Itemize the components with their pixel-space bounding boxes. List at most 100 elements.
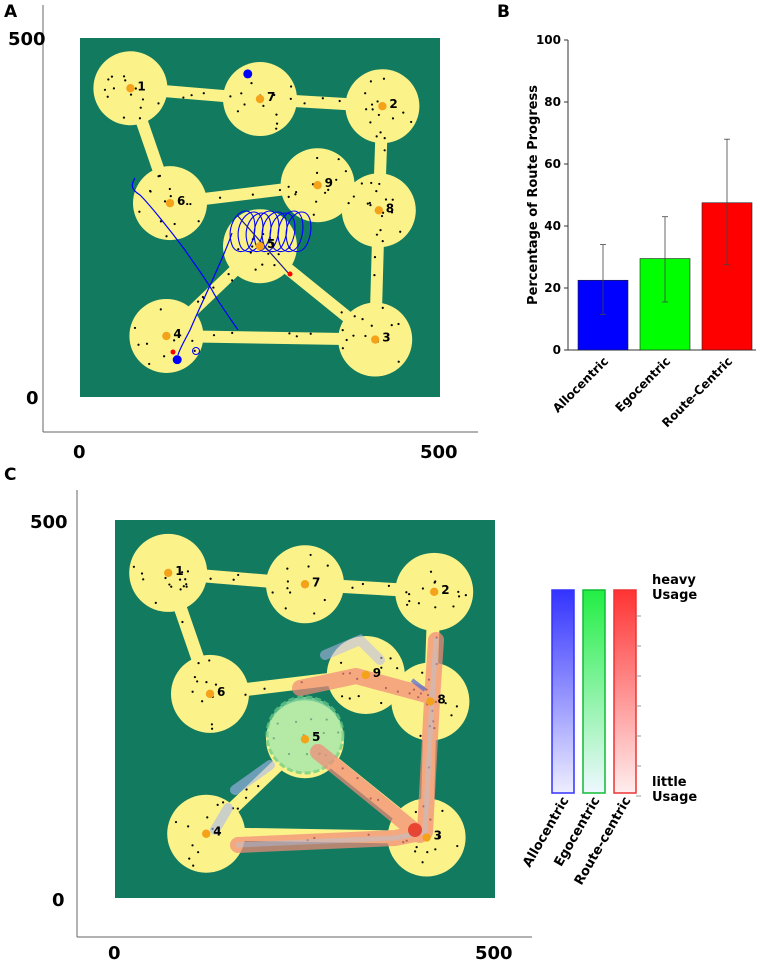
a-cue-dot	[190, 94, 193, 97]
a-cue-dot	[345, 338, 348, 342]
c-cue-dot	[351, 586, 354, 589]
a-cue-dot	[341, 347, 344, 350]
c-landmark-label-5: 5	[312, 730, 320, 744]
a-cue-dot	[364, 92, 367, 95]
a-cue-dot	[377, 113, 380, 117]
a-cue-dot	[133, 326, 137, 330]
c-cue-dot	[340, 695, 344, 698]
a-cue-dot	[380, 214, 384, 218]
a-cue-dot	[369, 80, 372, 83]
b-ytick-label: 0	[553, 343, 561, 357]
c-cue-dot	[434, 580, 437, 583]
a-cue-dot	[338, 99, 341, 103]
a-cue-dot	[337, 158, 340, 161]
a-cue-dot	[335, 178, 338, 181]
a-cue-dot	[341, 328, 344, 332]
c-cue-dot	[357, 695, 360, 698]
c-cue-dot	[178, 578, 182, 581]
a-cue-dot	[368, 201, 372, 205]
a-cue-dot	[159, 220, 163, 223]
c-cue-dot	[313, 612, 316, 615]
a-cue-dot	[134, 87, 137, 90]
a-cue-dot	[231, 331, 234, 334]
c-cue-dot	[214, 683, 218, 686]
a-cue-dot	[273, 93, 276, 97]
a-cue-dot	[159, 308, 162, 311]
c-cue-dot	[182, 585, 185, 588]
a-cue-dot	[340, 311, 343, 314]
c-cue-dot	[457, 590, 460, 593]
c-cue-dot	[187, 825, 190, 828]
c-landmark-8	[426, 697, 435, 706]
a-cue-dot	[369, 203, 372, 207]
a-cue-dot	[366, 202, 369, 205]
a-cue-dot	[186, 202, 189, 206]
a-ytick-0: 0	[26, 388, 39, 409]
c-cue-dot	[164, 576, 167, 580]
c-cue-dot	[429, 570, 433, 573]
a-cue-dot	[375, 190, 378, 193]
c-ytick-0: 0	[52, 890, 65, 911]
c-cue-dot	[452, 605, 455, 608]
b-ytick-label: 60	[544, 157, 561, 171]
c-cue-dot	[389, 657, 392, 660]
panel-label-b: B	[497, 2, 510, 22]
a-cue-dot	[251, 193, 254, 196]
c-landmark-label-9: 9	[373, 666, 381, 680]
a-cue-dot	[383, 137, 386, 140]
c-cue-dot	[205, 680, 208, 684]
c-cue-dot	[444, 702, 447, 705]
c-landmark-label-2: 2	[441, 583, 449, 597]
a-cue-dot	[397, 360, 400, 363]
c-landmark-label-6: 6	[217, 685, 225, 699]
c-cue-dot	[417, 602, 421, 605]
a-trajectory-loop	[285, 211, 312, 253]
a-cue-dot	[212, 334, 216, 337]
c-cue-dot	[286, 580, 289, 583]
a-xtick-500: 500	[420, 442, 458, 463]
a-landmark-5	[255, 242, 265, 251]
a-cue-dot	[364, 334, 367, 338]
a-cue-dot	[229, 95, 232, 98]
a-cue-dot	[410, 120, 413, 124]
a-cue-dot	[278, 188, 282, 192]
a-end-marker	[172, 355, 182, 365]
a-cue-dot	[193, 349, 196, 352]
a-cue-dot	[381, 239, 384, 243]
c-cue-dot	[396, 667, 399, 670]
a-cue-dot	[138, 117, 142, 120]
c-cue-dot	[221, 801, 225, 804]
a-cue-dot	[218, 196, 222, 199]
a-landmark-3	[371, 335, 380, 344]
c-cue-dot	[210, 723, 214, 726]
a-cue-dot	[275, 113, 278, 116]
c-cue-dot	[216, 803, 219, 806]
a-landmark-label-3: 3	[382, 331, 390, 345]
c-landmark-1	[164, 568, 173, 578]
c-cue-dot	[414, 810, 417, 814]
c-cue-dot	[286, 567, 289, 570]
c-cue-dot	[426, 851, 429, 854]
a-cue-dot	[288, 332, 291, 335]
a-cue-dot	[173, 222, 176, 226]
a-cue-dot	[399, 230, 402, 233]
a-cue-dot	[352, 195, 355, 198]
a-cue-dot	[295, 190, 298, 194]
a-cue-dot	[287, 195, 290, 198]
a-cue-dot	[158, 174, 162, 177]
a-trajectory-loop	[277, 210, 304, 253]
c-cue-dot	[185, 585, 188, 588]
c-landmark-3	[422, 833, 431, 842]
c-landmark-label-7: 7	[312, 575, 320, 589]
c-cue-dot	[380, 701, 383, 705]
a-cue-dot	[240, 92, 243, 95]
a-cue-dot	[383, 149, 386, 152]
c-cue-dot	[361, 582, 364, 586]
a-cue-dot	[202, 92, 205, 95]
a-cue-dot	[267, 252, 270, 255]
a-landmark-label-6: 6	[177, 194, 185, 208]
a-cue-dot	[163, 200, 167, 203]
a-cue-dot	[107, 78, 110, 81]
